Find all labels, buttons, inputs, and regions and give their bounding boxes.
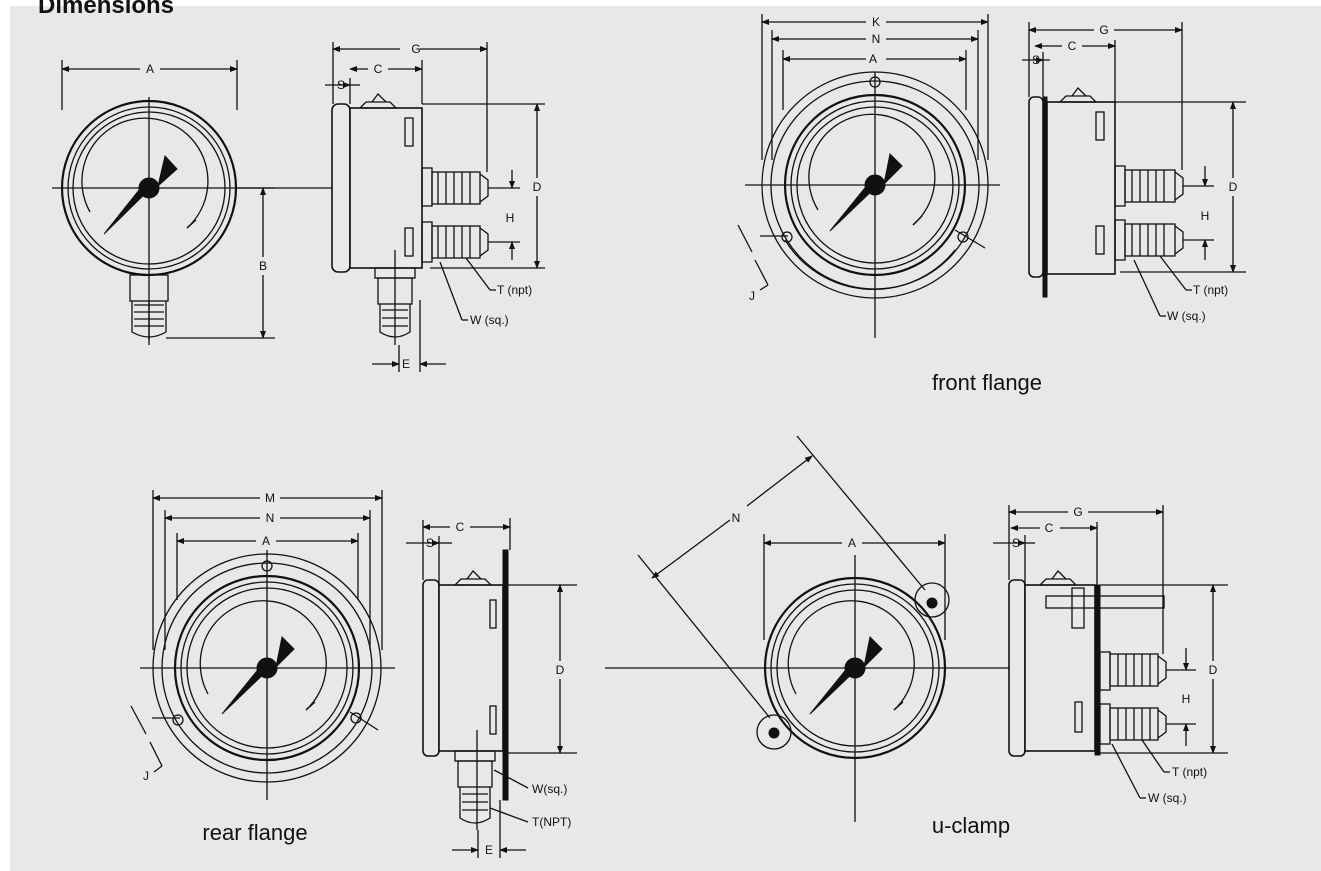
dim-label-a: A bbox=[146, 62, 154, 76]
page-title: Dimensions bbox=[38, 0, 175, 19]
rear-flange-side-view bbox=[406, 518, 577, 858]
uc-label-w-sq: W (sq.) bbox=[1148, 791, 1187, 805]
ff-label-h: H bbox=[1201, 209, 1210, 223]
dim-label-b: B bbox=[259, 259, 267, 273]
ff-label-s: S bbox=[1032, 53, 1040, 67]
uc-label-g: G bbox=[1073, 505, 1082, 519]
standard-gauge-front-view bbox=[52, 60, 340, 345]
rf-label-m: M bbox=[265, 491, 275, 505]
rear-flange-front-view bbox=[130, 490, 395, 800]
dim-label-s: S bbox=[337, 78, 345, 92]
ff-label-j: J bbox=[749, 289, 755, 303]
dim-label-h: H bbox=[506, 211, 515, 225]
ff-label-t-npt: T (npt) bbox=[1193, 283, 1228, 297]
uc-label-a: A bbox=[848, 536, 856, 550]
uc-label-s: S bbox=[1012, 536, 1020, 550]
front-flange-front-view bbox=[737, 14, 1000, 338]
ff-label-n: N bbox=[872, 32, 881, 46]
caption-front-flange: front flange bbox=[932, 370, 1042, 395]
front-flange-side-view bbox=[1022, 22, 1246, 317]
u-clamp-side-view bbox=[993, 505, 1228, 799]
ff-label-a: A bbox=[869, 52, 877, 66]
rf-label-d: D bbox=[556, 663, 565, 677]
dim-label-e: E bbox=[402, 357, 410, 371]
ff-label-g: G bbox=[1099, 23, 1108, 37]
u-clamp-front-view bbox=[605, 435, 1015, 822]
rf-label-n: N bbox=[266, 511, 275, 525]
rf-label-c: C bbox=[456, 520, 465, 534]
uc-label-n: N bbox=[732, 511, 741, 525]
dim-label-g: G bbox=[411, 42, 420, 56]
uc-label-h: H bbox=[1182, 692, 1191, 706]
caption-rear-flange: rear flange bbox=[202, 820, 307, 845]
rf-label-s: S bbox=[426, 536, 434, 550]
uc-label-d: D bbox=[1209, 663, 1218, 677]
dim-label-d: D bbox=[533, 180, 542, 194]
rf-label-w-sq: W(sq.) bbox=[532, 782, 567, 796]
rf-label-a: A bbox=[262, 534, 270, 548]
ff-label-k: K bbox=[872, 15, 880, 29]
label-w-sq: W (sq.) bbox=[470, 313, 509, 327]
dim-label-c: C bbox=[374, 62, 383, 76]
ff-label-w-sq: W (sq.) bbox=[1167, 309, 1206, 323]
caption-u-clamp: u-clamp bbox=[932, 813, 1010, 838]
label-t-npt: T (npt) bbox=[497, 283, 532, 297]
rf-label-e: E bbox=[485, 843, 493, 857]
rf-label-j: J bbox=[143, 769, 149, 783]
ff-label-d: D bbox=[1229, 180, 1238, 194]
rf-label-t-npt: T(NPT) bbox=[532, 815, 571, 829]
standard-gauge-side-view bbox=[325, 42, 545, 372]
uc-label-t-npt: T (npt) bbox=[1172, 765, 1207, 779]
ff-label-c: C bbox=[1068, 39, 1077, 53]
uc-label-c: C bbox=[1045, 521, 1054, 535]
